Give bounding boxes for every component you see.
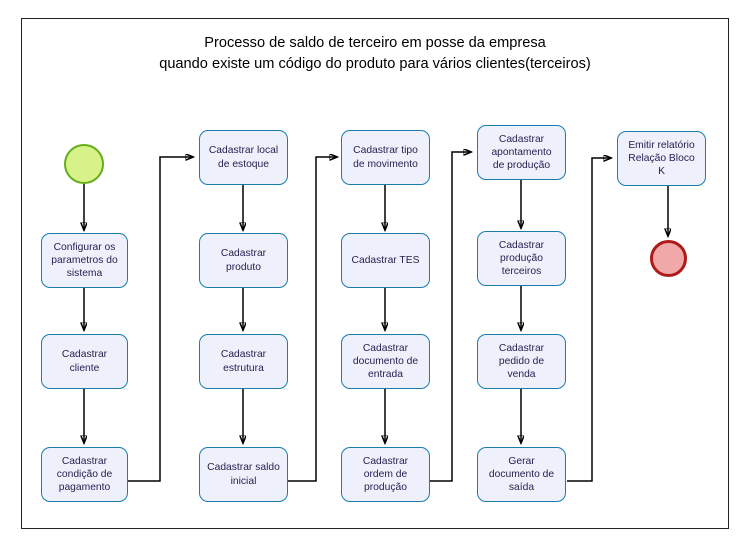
node-cadastrar-tipo-movimento[interactable]: Cadastrar tipo de movimento — [341, 130, 430, 185]
node-emitir-relatorio-bloco-k[interactable]: Emitir relatório Relação Bloco K — [617, 131, 706, 186]
node-cadastrar-pedido-venda[interactable]: Cadastrar pedido de venda — [477, 334, 566, 389]
node-cadastrar-tes[interactable]: Cadastrar TES — [341, 233, 430, 288]
node-cadastrar-producao-terceiros[interactable]: Cadastrar produção terceiros — [477, 231, 566, 286]
node-cadastrar-estrutura[interactable]: Cadastrar estrutura — [199, 334, 288, 389]
node-cadastrar-apontamento-producao[interactable]: Cadastrar apontamento de produção — [477, 125, 566, 180]
node-cadastrar-condicao-pagamento[interactable]: Cadastrar condição de pagamento — [41, 447, 128, 502]
start-node[interactable] — [64, 144, 104, 184]
node-cadastrar-produto[interactable]: Cadastrar produto — [199, 233, 288, 288]
node-cadastrar-documento-entrada[interactable]: Cadastrar documento de entrada — [341, 334, 430, 389]
node-cadastrar-cliente[interactable]: Cadastrar cliente — [41, 334, 128, 389]
node-cadastrar-ordem-producao[interactable]: Cadastrar ordem de produção — [341, 447, 430, 502]
node-configurar-parametros[interactable]: Configurar os parametros do sistema — [41, 233, 128, 288]
end-node[interactable] — [650, 240, 687, 277]
node-cadastrar-saldo-inicial[interactable]: Cadastrar saldo inicial — [199, 447, 288, 502]
node-cadastrar-local-estoque[interactable]: Cadastrar local de estoque — [199, 130, 288, 185]
node-gerar-documento-saida[interactable]: Gerar documento de saída — [477, 447, 566, 502]
diagram-title: Processo de saldo de terceiro em posse d… — [159, 35, 591, 72]
